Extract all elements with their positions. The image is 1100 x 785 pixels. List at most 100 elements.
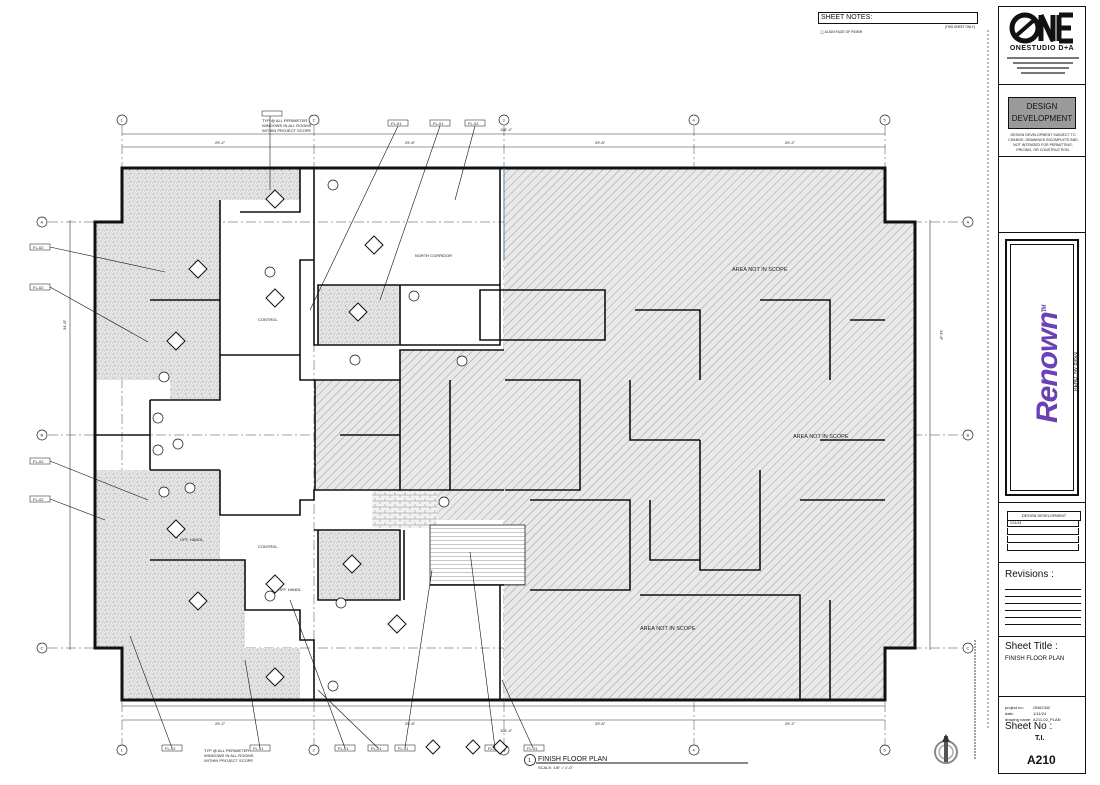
finish-symbol (342, 554, 362, 574)
status-box: DESIGN DEVELOPMENT DESIGN DEVELOPMENT SU… (999, 85, 1085, 157)
tag-bottom-5: FL-01 (398, 746, 409, 751)
sheet-title-box: Sheet Title : FINISH FLOOR PLAN (999, 637, 1085, 697)
sheet-notes-ref: (THIS SHEET ONLY) (944, 25, 975, 29)
status-label: DESIGN DEVELOPMENT (1008, 97, 1076, 129)
typ-note-bottom-1: TYP @ ALL PERIMETER (204, 748, 249, 753)
grid-row-a-right: A (962, 216, 974, 228)
sheet-notes: SHEET NOTES: (THIS SHEET ONLY) (818, 12, 978, 29)
plan-scale: SCALE: 1/8" = 1'-0" (538, 765, 573, 770)
grid-row-c-left: C (36, 642, 48, 654)
sheet-info-box: project no: ON02342 date: 1/11/24 drawin… (999, 697, 1085, 775)
typ-note-top-3: WITHIN PROJECT SCOPE (262, 128, 311, 133)
room-north-corridor: NORTH CORRIDOR (415, 253, 452, 258)
tag-bottom-2: FL-01 (253, 746, 264, 751)
brick-area (372, 490, 437, 528)
project-no: ON02342 (1033, 705, 1051, 710)
dim-top-1: 29'-2" (215, 140, 226, 145)
grid-col-3-top: 3 (498, 114, 510, 126)
typ-note-top-2: WINDOWS IN ALL ROOMS (262, 123, 312, 128)
firm-address-line (1013, 62, 1073, 64)
plan-title: FINISH FLOOR PLAN (538, 756, 607, 763)
tag-top-3: FL-02 (468, 121, 479, 126)
floor-plan: 118'-4" 29'-2" 29'-8" 29'-8" 29'-2" 29'-… (29, 110, 974, 770)
leader-lines (49, 116, 534, 749)
room-labels: NORTH CORRIDOR OFF. HANDL OFF. HANDL CON… (180, 253, 452, 592)
svg-text:B: B (41, 433, 44, 438)
grid-col-1-top: 1 (116, 114, 128, 126)
typ-note-bottom-2: WINDOWS IN ALL ROOMS (204, 753, 254, 758)
dim-side-left: 34'-8" (62, 319, 67, 330)
fine-print-strip (987, 30, 989, 730)
room-control-south: CONTROL (258, 544, 278, 549)
north-arrow-icon (934, 734, 958, 764)
dim-top-3: 29'-8" (595, 140, 606, 145)
drawing-name: A211-02_PLAN (1033, 717, 1061, 722)
finish-tag-symbols (166, 189, 407, 687)
date-label: date: (1005, 711, 1014, 716)
firm-name: ONESTUDIO D+A (1009, 45, 1075, 52)
grid-col-2-bottom: 2 (308, 744, 320, 756)
svg-text:1: 1 (121, 748, 124, 753)
finish-symbol (387, 614, 407, 634)
dim-top-2: 29'-8" (405, 140, 416, 145)
sheet-note-text: ALIGN FACE OF FINISH (824, 30, 863, 34)
svg-text:B: B (967, 433, 970, 438)
finish-area-west-4 (122, 560, 300, 700)
finish-symbol (265, 189, 285, 209)
revisions-label: Revisions : (1005, 569, 1054, 580)
firm-logo-box: ONESTUDIO D+A (999, 7, 1085, 85)
dim-bottom-1: 29'-2" (215, 721, 226, 726)
status-note: DESIGN DEVELOPMENT SUBJECT TO CHANGE. DR… (1008, 133, 1078, 152)
firm-address-line (1021, 72, 1065, 74)
grid-row-a-left: A (36, 216, 48, 228)
room-off-handl-2: OFF. HANDL (180, 537, 204, 542)
dim-side-right: 34'-8" (939, 330, 944, 341)
finish-symbol (188, 591, 208, 611)
grid-col-4-top: 4 (688, 114, 700, 126)
fine-print-strip-2 (974, 640, 976, 760)
finish-symbol (348, 302, 368, 322)
typ-note-bottom-3: WITHIN PROJECT SCOPE (204, 758, 253, 763)
date-value: 1/11/24 (1033, 711, 1047, 716)
room-off-handl-1: OFF. HANDL (278, 587, 302, 592)
door-tags (152, 179, 468, 692)
tag-left-2: FL-02 (33, 285, 44, 290)
dim-bottom-2: 29'-8" (405, 721, 416, 726)
svg-text:A: A (41, 220, 44, 225)
svg-text:2: 2 (313, 118, 316, 123)
grid-col-1-bottom: 1 (116, 744, 128, 756)
stamp-box (999, 157, 1085, 233)
typ-note-top-1: TYP @ ALL PERIMETER (262, 118, 307, 123)
finish-symbol (188, 259, 208, 279)
overall-dim-top: 118'-4" (500, 127, 513, 132)
finish-symbol (166, 331, 186, 351)
discipline: T.I. (1035, 735, 1045, 742)
finish-symbol (265, 667, 285, 687)
svg-text:A: A (967, 220, 970, 225)
grid-row-b-left: B (36, 429, 48, 441)
not-in-scope-labels: AREA NOT IN SCOPE AREA NOT IN SCOPE AREA… (640, 267, 849, 632)
area-not-in-scope-1: AREA NOT IN SCOPE (732, 267, 788, 273)
sheet-number: A210 (1027, 753, 1056, 767)
client-box: RenownTM RENO, NV 89502 (999, 233, 1085, 503)
svg-text:1: 1 (121, 118, 124, 123)
sheet-title-label: Sheet Title : (1005, 641, 1058, 652)
tag-left-4: FL-02 (33, 497, 44, 502)
stair (429, 524, 526, 586)
finish-symbol (265, 288, 285, 308)
svg-text:4: 4 (693, 118, 696, 123)
dim-top-4: 29'-2" (785, 140, 796, 145)
svg-text:2: 2 (313, 748, 316, 753)
tag-bottom-7: FL-01 (527, 746, 538, 751)
tag-top-2: FL-01 (433, 121, 444, 126)
area-not-in-scope-region (504, 168, 915, 700)
svg-text:C: C (967, 646, 970, 651)
svg-text:4: 4 (693, 748, 696, 753)
plan-title-block: 1 FINISH FLOOR PLAN SCALE: 1/8" = 1'-0" (524, 754, 748, 770)
grid-col-5-bottom: 5 (879, 744, 891, 756)
plan-number: 1 (528, 758, 531, 764)
sheet-note-item: ◯ ALIGN FACE OF FINISH (820, 30, 862, 34)
area-not-in-scope-3: AREA NOT IN SCOPE (640, 626, 696, 632)
tag-bottom-6: FL-01 (488, 746, 499, 751)
title-block: ONESTUDIO D+A DESIGN DEVELOPMENT DESIGN … (998, 6, 1086, 774)
